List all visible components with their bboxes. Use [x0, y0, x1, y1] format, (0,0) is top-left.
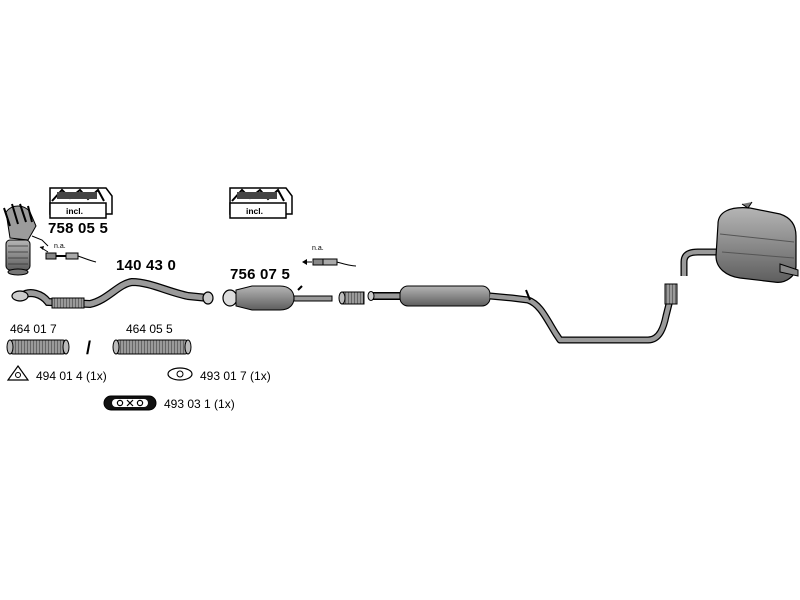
triangle-gasket-icon [6, 364, 30, 381]
oval-gasket-icon [167, 367, 193, 381]
connector-drawing [338, 291, 365, 305]
sealing-ring-icon [103, 395, 157, 411]
oxygen-sensor-catalyst [302, 258, 357, 267]
alternative-separator: / [86, 338, 92, 358]
sensor-note-catalyst: n.a. [312, 245, 324, 252]
oxygen-sensor-manifold [39, 246, 97, 263]
rear-silencer-drawing [680, 201, 799, 283]
part-number-flex-1: 464 01 7 [10, 322, 57, 336]
fitting-oval-gasket: 493 01 7 (1x) [200, 369, 271, 383]
part-number-front-pipe: 140 43 0 [116, 257, 176, 274]
kit-badge-catalyst-label: incl. [246, 206, 264, 216]
catalyst-drawing [222, 285, 333, 311]
flex-pipe-2-drawing [112, 339, 192, 355]
kit-box-icon-catalyst [229, 187, 293, 219]
flex-pipe-1-drawing [6, 339, 70, 355]
sensor-note-manifold: n.a. [54, 243, 66, 250]
manifold-catalyst-drawing [3, 203, 49, 276]
rear-connector-drawing [664, 283, 678, 305]
fitting-sealing-ring: 493 03 1 (1x) [164, 397, 235, 411]
kit-badge-manifold-label: incl. [66, 206, 84, 216]
fitting-triangle-gasket: 494 01 4 (1x) [36, 369, 107, 383]
part-number-flex-2: 464 05 5 [126, 322, 173, 336]
part-number-manifold: 758 05 5 [48, 220, 108, 237]
kit-box-icon-manifold [49, 187, 113, 219]
middle-silencer-drawing [367, 285, 674, 344]
part-number-catalyst: 756 07 5 [230, 266, 290, 283]
front-pipe-drawing [11, 277, 214, 309]
